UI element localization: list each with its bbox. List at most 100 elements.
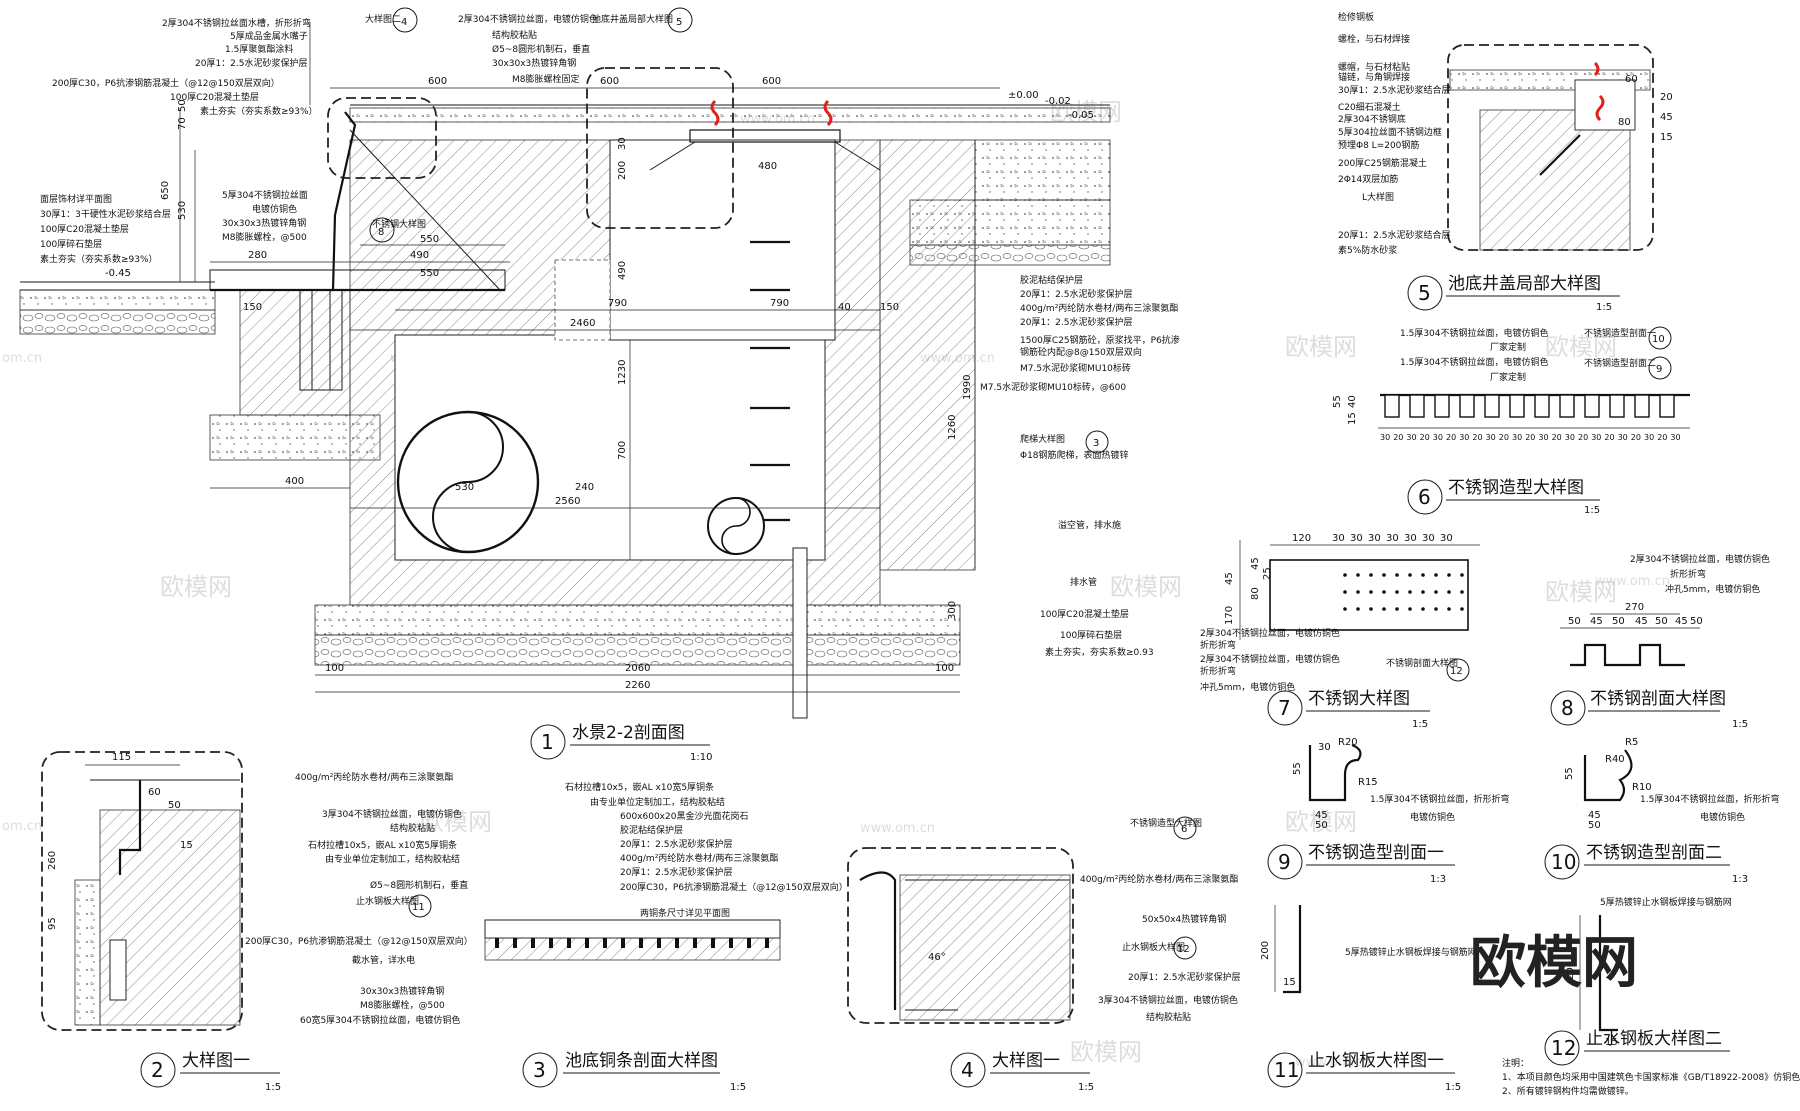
svg-text:石材拉槽10x5，嵌AL x10宽5厚铜条: 石材拉槽10x5，嵌AL x10宽5厚铜条: [308, 839, 457, 851]
svg-text:M8膨胀螺栓固定: M8膨胀螺栓固定: [512, 73, 580, 85]
svg-text:水景2-2剖面图: 水景2-2剖面图: [572, 723, 685, 743]
dim-text: 30: [1459, 433, 1469, 442]
svg-text:钢筋砼内配@8@150双层双向: 钢筋砼内配@8@150双层双向: [1020, 346, 1142, 358]
section-8-drawing: 270 50 45 50 45 50 45 50 2厚304不锈钢拉丝面，电镀仿…: [1560, 553, 1770, 667]
left-wall-hatch: [239, 289, 351, 416]
svg-text:260: 260: [47, 851, 58, 870]
dim-text: 30: [1440, 533, 1453, 544]
svg-text:11: 11: [1274, 1058, 1299, 1082]
sec4-notes: 不锈钢造型大样图 400g/m²丙纶防水卷材/两布三涂聚氨酯 50x50x4热镀…: [1080, 817, 1241, 1023]
perforation-hole: [1408, 590, 1412, 594]
perforation-hole: [1447, 607, 1451, 611]
sec6-notes: 1.5厚304不锈钢拉丝面，电镀仿铜色 厂家定制 1.5厚304不锈钢拉丝面，电…: [1400, 327, 1656, 383]
note-ladder2: Φ18钢筋爬梯，表面热镀锌: [1020, 449, 1129, 461]
dim-text: 30: [1565, 433, 1575, 442]
comb-tooth: [1509, 394, 1525, 418]
comb-tooth: [1484, 394, 1500, 418]
svg-text:5: 5: [676, 17, 682, 28]
callout-box-5: [586, 67, 734, 229]
svg-text:不锈钢造型大样图: 不锈钢造型大样图: [1130, 817, 1202, 829]
svg-text:M8膨胀螺栓，@500: M8膨胀螺栓，@500: [360, 999, 445, 1011]
watermark-url: www.om.cn: [1595, 574, 1670, 589]
svg-text:池底井盖局部大样图: 池底井盖局部大样图: [592, 13, 673, 25]
svg-text:1:5: 1:5: [1445, 1082, 1461, 1093]
sec3-notes: 石材拉槽10x5，嵌AL x10宽5厚铜条 由专业单位定制加工，结构胶粘结 60…: [565, 781, 848, 893]
watermark-url: www.om.cn: [1295, 1055, 1370, 1070]
title-3: 3 池底铜条剖面大样图 1:5: [522, 1051, 746, 1093]
dim-text: 240: [575, 482, 594, 493]
gravel-layer: [19, 309, 216, 335]
perforation-hole: [1382, 607, 1386, 611]
dim-text: 530: [455, 482, 474, 493]
svg-text:石材拉槽10x5，嵌AL x10宽5厚铜条: 石材拉槽10x5，嵌AL x10宽5厚铜条: [565, 781, 714, 793]
svg-text:115: 115: [112, 752, 131, 763]
svg-text:20厚1：2.5水泥砂浆保护层: 20厚1：2.5水泥砂浆保护层: [195, 57, 308, 69]
svg-text:结构胶粘贴: 结构胶粘贴: [390, 822, 435, 834]
perforation-hole: [1408, 607, 1412, 611]
copper-strip: [513, 938, 517, 948]
svg-text:50: 50: [168, 800, 181, 811]
note-overflow: 溢空管，排水施: [1058, 519, 1121, 531]
svg-text:R20: R20: [1338, 737, 1358, 748]
svg-text:46°: 46°: [928, 952, 946, 963]
svg-text:素土夯实（夯实系数≥93%）: 素土夯实（夯实系数≥93%）: [200, 105, 318, 117]
perforation-hole: [1408, 573, 1412, 577]
svg-text:100厚C20混凝土垫层: 100厚C20混凝土垫层: [40, 223, 129, 235]
section-6-drawing: 1.5厚304不锈钢拉丝面，电镀仿铜色 厂家定制 1.5厚304不锈钢拉丝面，电…: [1332, 326, 1690, 442]
section-10-drawing: 55 R5 R40 R10 45 50 1.5厚304不锈钢拉丝面，折形折弯 电…: [1564, 737, 1780, 831]
svg-text:不锈钢造型剖面一: 不锈钢造型剖面一: [1584, 327, 1656, 339]
dim-text: 550: [420, 234, 439, 245]
copper-strip: [567, 938, 571, 948]
copper-strip: [585, 938, 589, 948]
svg-text:M8膨胀螺栓，@500: M8膨胀螺栓，@500: [222, 231, 307, 243]
section-1-annotations: 600 600 600 ±0.00 -0.02 -0.05 -0.45 280 …: [40, 7, 1180, 693]
svg-text:不锈钢剖面大样图: 不锈钢剖面大样图: [1386, 657, 1458, 669]
svg-text:5厚304不锈钢拉丝面: 5厚304不锈钢拉丝面: [222, 189, 308, 201]
svg-text:2厚304不锈钢拉丝面，电镀仿铜色: 2厚304不锈钢拉丝面，电镀仿铜色: [458, 13, 598, 25]
svg-text:400g/m²丙纶防水卷材/两布三涂聚氨酯: 400g/m²丙纶防水卷材/两布三涂聚氨酯: [1020, 302, 1178, 314]
dim-text: 150: [880, 302, 899, 313]
svg-text:不锈钢大样图: 不锈钢大样图: [1308, 689, 1410, 709]
svg-text:3: 3: [533, 1058, 546, 1082]
title-12: 12 止水钢板大样图二: [1544, 1029, 1730, 1066]
comb-tooth: [1409, 394, 1425, 418]
section-12-drawing: 200 15 5厚热镀锌止水钢板焊接与钢筋网: [1565, 896, 1732, 1048]
comb-tooth: [1434, 394, 1450, 418]
svg-text:5厚热镀锌止水钢板焊接与钢筋网: 5厚热镀锌止水钢板焊接与钢筋网: [1345, 946, 1477, 958]
dim-text: 550: [420, 268, 439, 279]
svg-text:电镀仿铜色: 电镀仿铜色: [252, 203, 297, 215]
svg-text:50: 50: [1315, 820, 1328, 831]
svg-text:10: 10: [1551, 850, 1576, 874]
svg-text:1:5: 1:5: [265, 1082, 281, 1093]
svg-text:30x30x3热镀锌角钢: 30x30x3热镀锌角钢: [492, 57, 576, 69]
dim-text: 20: [1657, 433, 1667, 442]
perforation-hole: [1369, 590, 1373, 594]
svg-text:L大样图: L大样图: [1362, 191, 1394, 203]
section-3-drawing: 两铜条尺寸详见平面图 石材拉槽10x5，嵌AL x10宽5厚铜条 由专业单位定制…: [484, 781, 848, 961]
perforation-hole: [1343, 573, 1347, 577]
svg-text:M7.5水泥砂浆砌MU10标砖: M7.5水泥砂浆砌MU10标砖: [1020, 362, 1131, 374]
svg-text:R40: R40: [1605, 754, 1625, 765]
svg-text:结构胶粘贴: 结构胶粘贴: [492, 29, 537, 41]
svg-text:45: 45: [1590, 616, 1603, 627]
svg-text:2厚304不锈钢拉丝面，电镀仿铜色: 2厚304不锈钢拉丝面，电镀仿铜色: [1200, 653, 1340, 665]
svg-text:50: 50: [1612, 616, 1625, 627]
sec1-notes-left: 面层饰材详平面图 30厚1：3干硬性水泥砂浆结合层 100厚C20混凝土垫层 1…: [40, 193, 171, 265]
dim-text: 30: [1618, 433, 1628, 442]
svg-text:1:3: 1:3: [1732, 874, 1748, 885]
concrete-base: [19, 289, 216, 311]
svg-text:不锈钢大样图: 不锈钢大样图: [372, 218, 426, 230]
svg-text:400g/m²丙纶防水卷材/两布三涂聚氨酯: 400g/m²丙纶防水卷材/两布三涂聚氨酯: [620, 852, 778, 864]
copper-strip: [693, 938, 697, 948]
svg-text:止水钢板大样图二: 止水钢板大样图二: [1586, 1029, 1722, 1049]
svg-text:排水管: 排水管: [1070, 576, 1097, 588]
perforation-hole: [1343, 607, 1347, 611]
svg-text:200厚C30，P6抗渗钢筋混凝土（@12@150双层双向）: 200厚C30，P6抗渗钢筋混凝土（@12@150双层双向）: [52, 77, 280, 89]
svg-text:1:5: 1:5: [1732, 719, 1748, 730]
dim-text: 20: [1472, 433, 1482, 442]
watermark-url: om.cn: [2, 351, 42, 366]
watermark-url: www.om.cn: [860, 821, 935, 836]
bottom-concrete: [314, 604, 961, 636]
svg-text:螺栓，与石材焊接: 螺栓，与石材焊接: [1338, 33, 1410, 45]
